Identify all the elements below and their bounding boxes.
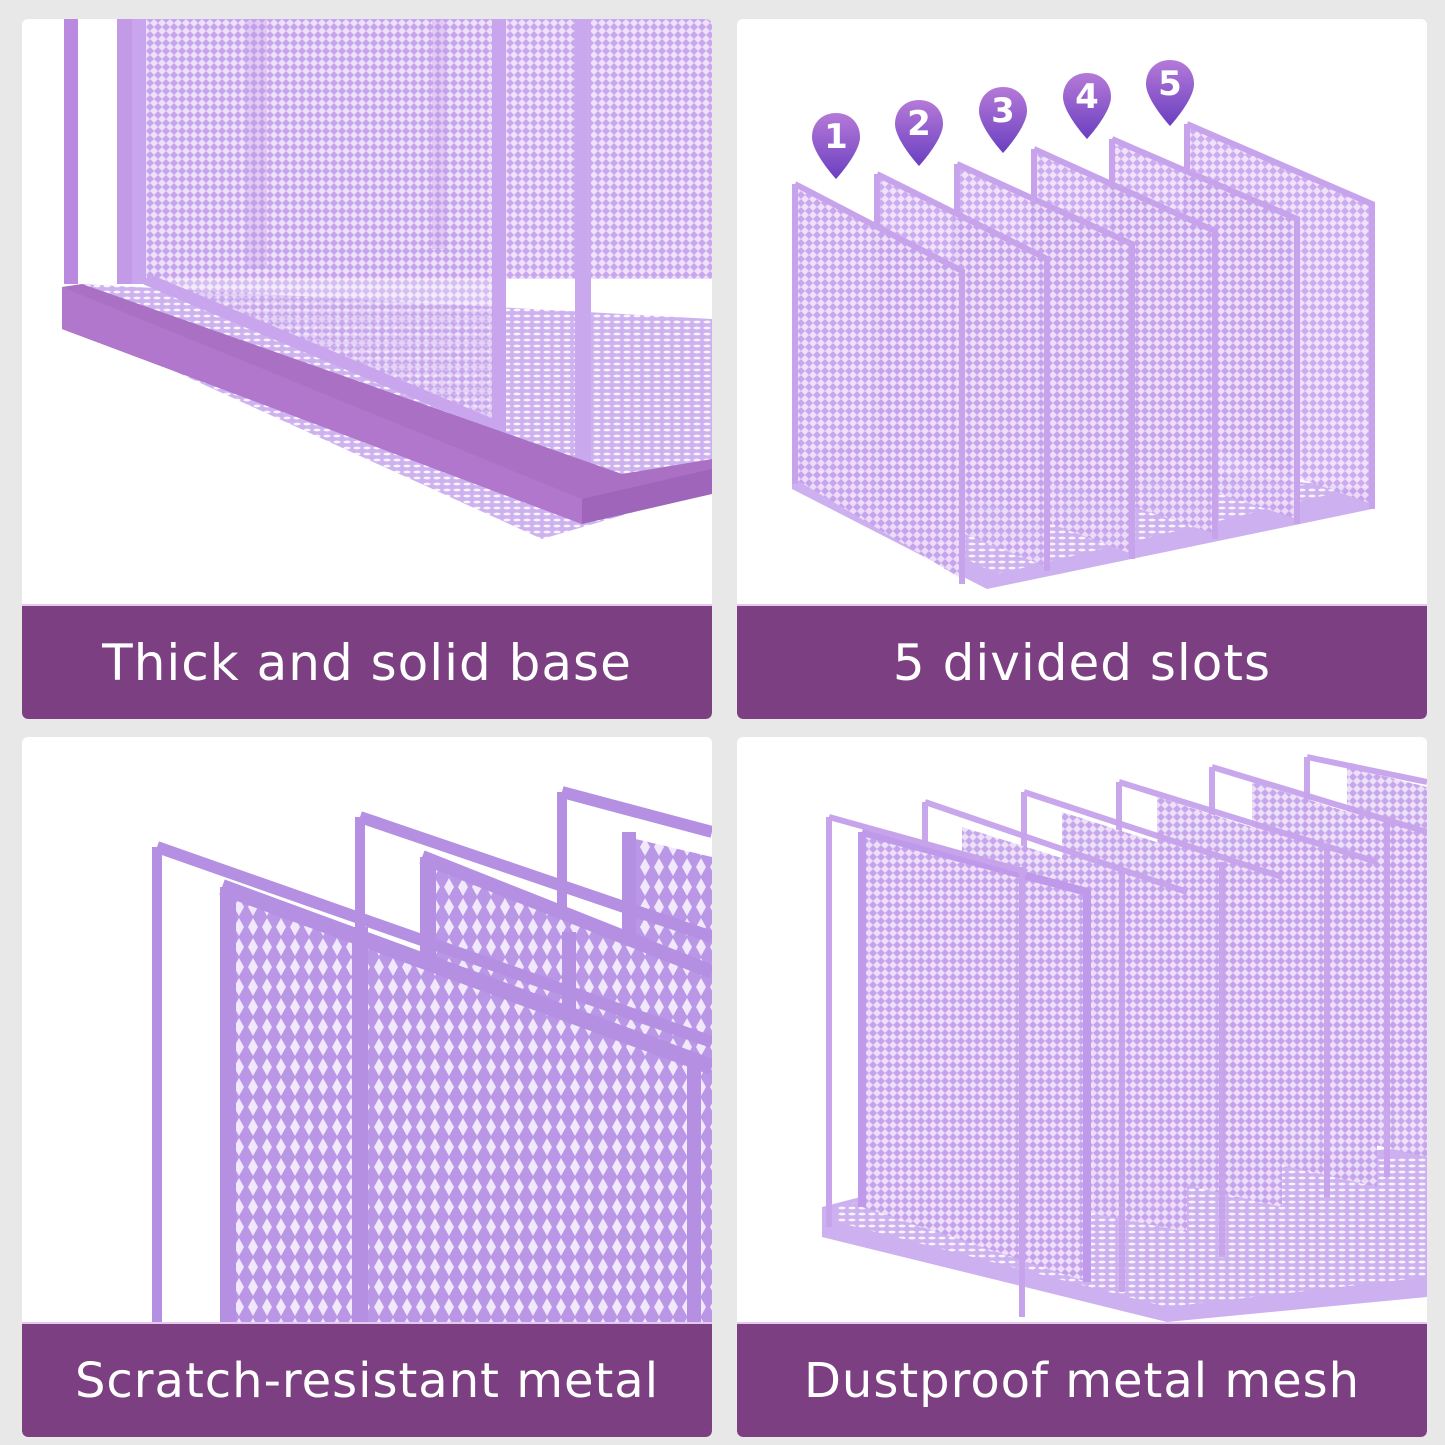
feature-label: 5 divided slots — [892, 633, 1272, 692]
product-image-metal-closeup — [22, 737, 712, 1322]
feature-label: Scratch-resistant metal — [74, 1352, 660, 1409]
slot-marker-3: 3 — [977, 85, 1029, 155]
product-image-base-closeup — [22, 19, 712, 604]
slot-marker-4: 4 — [1061, 71, 1113, 141]
slot-marker-2: 2 — [893, 98, 945, 168]
feature-label-bar: Scratch-resistant metal — [22, 1322, 712, 1437]
feature-card-divided-slots: 1 2 3 4 5 5 divided slots — [737, 19, 1427, 719]
map-pin-icon — [1146, 60, 1194, 126]
slot-marker-number: 5 — [1158, 64, 1182, 104]
feature-card-scratch-resistant: Scratch-resistant metal — [22, 737, 712, 1437]
slot-marker-number: 3 — [991, 91, 1015, 131]
map-pin-icon — [812, 113, 860, 179]
map-pin-icon — [979, 87, 1027, 153]
feature-label-bar: Dustproof metal mesh — [737, 1322, 1427, 1437]
slot-marker-number: 2 — [907, 104, 931, 144]
slot-marker-1: 1 — [810, 111, 862, 181]
slot-marker-number: 4 — [1075, 77, 1099, 117]
feature-label: Dustproof metal mesh — [803, 1352, 1361, 1409]
feature-card-dustproof-mesh: Dustproof metal mesh — [737, 737, 1427, 1437]
product-image-mesh-dividers — [737, 737, 1427, 1322]
feature-label-bar: 5 divided slots — [737, 604, 1427, 719]
feature-label: Thick and solid base — [102, 633, 632, 692]
feature-label-bar: Thick and solid base — [22, 604, 712, 719]
product-image-five-slots — [737, 19, 1427, 604]
map-pin-icon — [895, 100, 943, 166]
map-pin-icon — [1063, 73, 1111, 139]
slot-marker-number: 1 — [824, 117, 848, 157]
slot-marker-5: 5 — [1144, 58, 1196, 128]
feature-card-thick-base: Thick and solid base — [22, 19, 712, 719]
